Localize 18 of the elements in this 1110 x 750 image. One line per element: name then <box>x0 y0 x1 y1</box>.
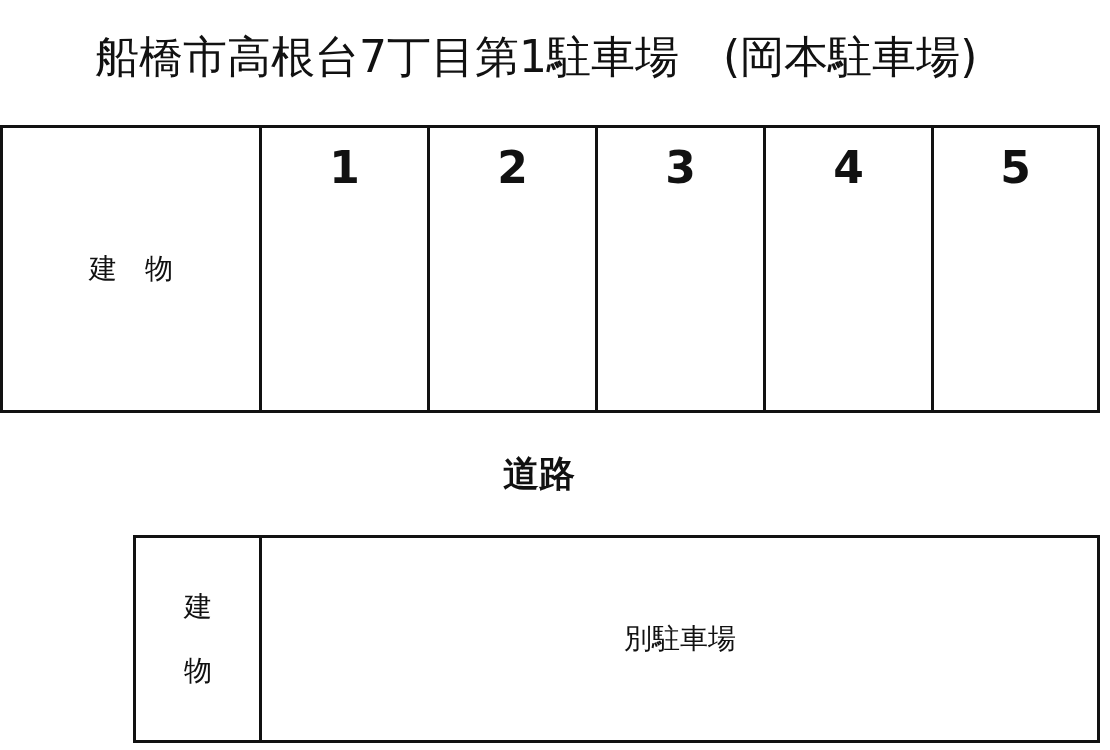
parking-space <box>595 125 766 413</box>
building-label: 建物 <box>183 588 212 689</box>
parking-space <box>427 125 598 413</box>
area-box <box>259 535 1100 743</box>
title: 船橋市高根台7丁目第1駐車場 (岡本駐車場) <box>95 30 978 84</box>
parking-space <box>931 125 1100 413</box>
space-number: 2 <box>496 142 529 193</box>
space-number: 1 <box>328 142 361 193</box>
parking-space <box>763 125 934 413</box>
building-box <box>133 535 262 743</box>
space-number: 5 <box>999 142 1032 193</box>
space-number: 4 <box>832 142 865 193</box>
parking-space <box>259 125 430 413</box>
space-number: 3 <box>664 142 697 193</box>
area-label: 別駐車場 <box>623 621 736 657</box>
area-box <box>0 125 262 413</box>
building-label: 建 物 <box>89 251 173 287</box>
road-label: 道路 <box>503 452 575 496</box>
